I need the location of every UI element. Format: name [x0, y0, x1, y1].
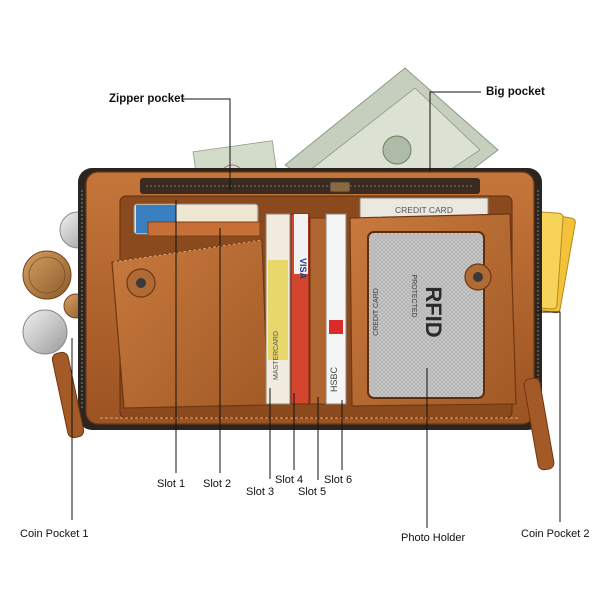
banknote-seal — [382, 135, 412, 165]
label-slot-2: Slot 2 — [203, 478, 232, 490]
zipper-pull-left — [51, 351, 85, 439]
label-slot-5: Slot 5 — [298, 486, 327, 498]
credit-card-text: CREDIT CARD — [395, 205, 453, 215]
card-hsbc-text: HSBC — [329, 366, 339, 392]
rfid-text: RFID — [421, 286, 446, 337]
card-mastercard-text: MASTERCARD — [273, 331, 280, 380]
zipper-pulls — [51, 351, 555, 471]
label-coin-pocket-2: Coin Pocket 2 — [521, 528, 590, 540]
label-photo-holder: Photo Holder — [401, 532, 466, 544]
slot-5 — [309, 217, 327, 405]
label-slot-3: Slot 3 — [246, 486, 275, 498]
wallet-body: MASTERCARD VISA HSBC CREDIT CARD RFID PR… — [78, 168, 542, 430]
card-visa-text: VISA — [298, 258, 308, 280]
label-coin-pocket-1: Coin Pocket 1 — [20, 528, 89, 540]
callout-lines — [71, 91, 561, 528]
label-slot-4: Slot 4 — [275, 474, 304, 486]
coin-copper — [22, 250, 72, 300]
zipper-pull-right — [523, 377, 555, 471]
credit-card-window-text: CREDIT CARD — [373, 288, 380, 336]
protected-text: PROTECTED — [410, 274, 417, 317]
left-card-flap — [111, 239, 269, 409]
coin-silver-2 — [22, 309, 68, 355]
photo-holder-window — [367, 231, 485, 399]
label-zipper-pocket: Zipper pocket — [109, 93, 185, 105]
slot-6-card — [325, 213, 347, 405]
zipper-pull — [329, 181, 351, 193]
label-slot-1: Slot 1 — [157, 478, 186, 490]
label-slot-6: Slot 6 — [324, 474, 353, 486]
label-big-pocket: Big pocket — [486, 86, 545, 98]
